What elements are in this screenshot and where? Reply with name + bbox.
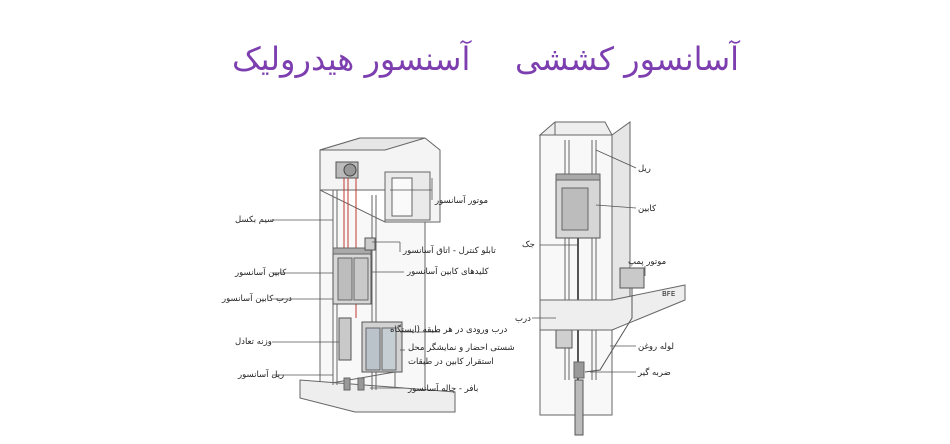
label-call-sensor: شستی احضار و نمایشگر محل — [408, 343, 515, 353]
left-leader-lines — [272, 178, 440, 389]
label-wire-rope: سیم بکسل — [235, 215, 275, 225]
label-counterweight: وزنه تعادل — [235, 337, 272, 347]
label-pump-motor: موتور پمپ — [628, 257, 667, 267]
label-landing-door: درب ورودی در هر طبقه (ایستگاه — [390, 325, 508, 335]
label-bfe: BFE — [662, 290, 676, 298]
label-buffer-pit: بافر - چاله آسانسور — [408, 384, 479, 394]
label-rail-right: ریل — [638, 164, 651, 174]
label-cabin-door: درب کابین آسانسور — [222, 294, 292, 304]
label-jack: جک — [522, 240, 535, 250]
label-shock-absorber: ضربه گیر — [638, 368, 671, 378]
label-cabin-right: کابین — [638, 204, 657, 214]
right-shaft-diagram — [538, 121, 686, 436]
label-door-right: درب — [515, 314, 531, 324]
label-control-panel: تابلو کنترل - اتاق آسانسور — [403, 246, 496, 256]
title-traction: آسانسور کششی — [515, 40, 740, 78]
label-floor-position: استقرار کابین در طبقات — [408, 357, 494, 367]
left-shaft-diagram — [299, 137, 456, 413]
label-cabin: کابین آسانسور — [235, 268, 287, 278]
label-cabin-keys: کلیدهای کابین آسانسور — [407, 267, 489, 277]
title-hydraulic: آسنسور هیدرولیک — [232, 40, 471, 78]
label-rail: ریل آسانسور — [238, 370, 285, 380]
label-oil-pipe: لوله روغن — [638, 342, 674, 352]
right-leader-lines — [532, 149, 646, 373]
label-elevator-motor: موتور آسانسور — [435, 196, 489, 206]
